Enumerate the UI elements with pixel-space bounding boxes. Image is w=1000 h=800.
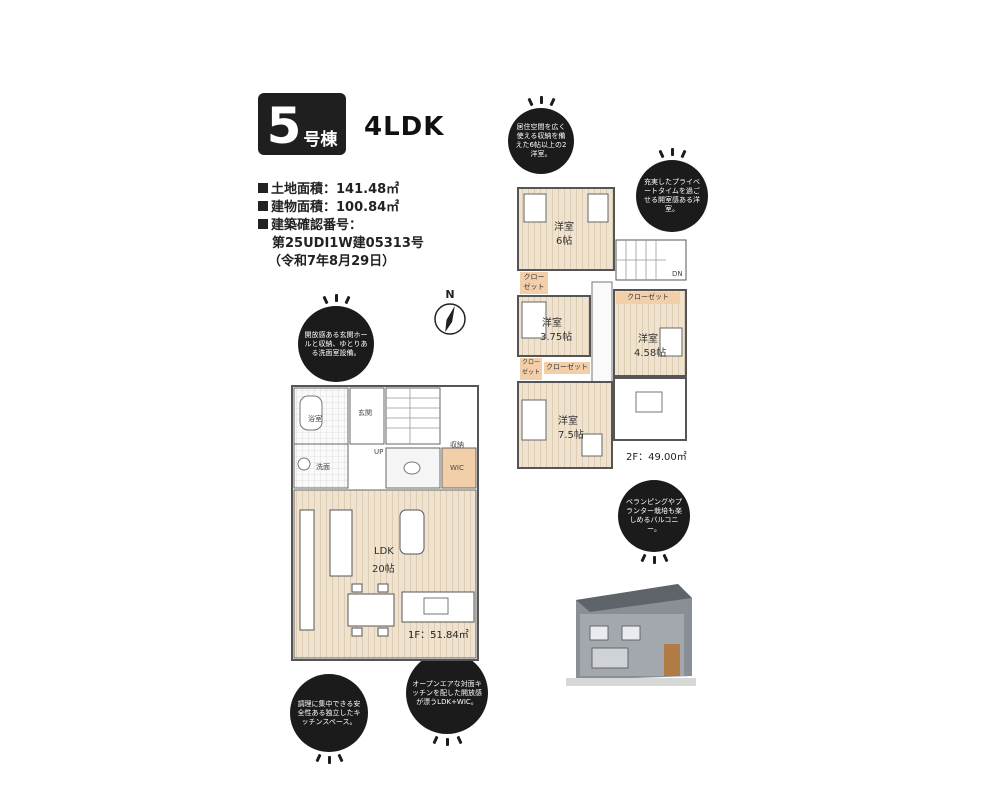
closet-tag-d: クロー ゼット — [520, 358, 542, 380]
spec-permit-number: 第25UDI1W建05313号 — [272, 236, 424, 251]
callout-private-room-text: 充実したプライベートタイムを過ごせる開室感ある洋室。 — [636, 160, 708, 232]
callout-cooking-space: 調理に集中できる安全性ある独立したキッチンスペース。 — [290, 674, 368, 764]
floor-plan-2f: 洋室 6帖 洋室 3.75帖 洋室 4.58帖 洋室 7.5帖 DN クロー ゼ… — [516, 186, 688, 472]
room-entrance: 玄関 — [358, 409, 372, 417]
room-bath: 浴室 — [308, 415, 322, 423]
compass-icon — [434, 303, 466, 335]
callout-storage-text: 居住空間を広く使える収納を備えた6帖以上の2洋室。 — [508, 108, 574, 174]
compass-label: N — [445, 288, 455, 301]
unit-badge: 5 号棟 — [258, 93, 346, 155]
compass: N — [432, 288, 468, 341]
room-western-d: 洋室 — [558, 416, 578, 427]
floor-plan-1f: 浴室 洗面 玄関 UP WIC 収納 LDK 20帖 — [290, 384, 480, 662]
callout-entrance: 開放感ある玄関ホールと収納、ゆとりある洗面室設備。 — [298, 294, 374, 382]
room-western-c: 洋室 — [638, 334, 658, 345]
room-western-a-size: 6帖 — [556, 236, 573, 247]
layout-type: 4LDK — [364, 112, 445, 142]
callout-storage: 居住空間を広く使える収納を備えた6帖以上の2洋室。 — [508, 96, 574, 174]
closet-tag-c: クローゼット — [616, 292, 680, 304]
room-ldk: LDK — [374, 546, 394, 557]
room-storage: 収納 — [450, 441, 464, 449]
room-western-b-size: 3.75帖 — [540, 332, 573, 343]
closet-tag-a: クロー ゼット — [520, 272, 548, 294]
callout-open-kitchen: オープンエアな対面キッチンを配した開放感が漂うLDK+WIC。 — [406, 652, 488, 746]
closet-tag-b: クローゼット — [544, 362, 590, 374]
room-wash: 洗面 — [316, 463, 330, 471]
unit-number: 5 — [266, 97, 302, 155]
callout-balcony-text: ベランピングやプランター栽培も楽しめるバルコニー。 — [618, 480, 690, 552]
room-western-c-size: 4.58帖 — [634, 348, 667, 359]
room-western-a: 洋室 — [554, 222, 574, 233]
floor-plan-2f-drawing — [517, 187, 687, 469]
callout-balcony: ベランピングやプランター栽培も楽しめるバルコニー。 — [618, 480, 690, 564]
floor-2f-area: 2F：49.00㎡ — [626, 452, 687, 463]
callout-open-kitchen-text: オープンエアな対面キッチンを配した開放感が漂うLDK+WIC。 — [406, 652, 488, 734]
spec-permit-date: （令和7年8月29日） — [268, 254, 396, 269]
spec-land-area: 土地面積：141.48㎡ — [258, 178, 399, 197]
house-image — [566, 584, 696, 686]
room-western-d-size: 7.5帖 — [558, 430, 584, 441]
exterior-rendering — [566, 580, 696, 686]
callout-entrance-text: 開放感ある玄関ホールと収納、ゆとりある洗面室設備。 — [298, 306, 374, 382]
callout-private-room: 充実したプライベートタイムを過ごせる開室感ある洋室。 — [636, 148, 708, 232]
stair-down: DN — [672, 270, 683, 278]
room-wic: WIC — [450, 464, 464, 472]
spec-permit-label: 建築確認番号： — [258, 214, 362, 233]
unit-suffix: 号棟 — [303, 130, 338, 150]
stair-up: UP — [374, 448, 384, 456]
floor-plan-1f-drawing — [291, 385, 479, 661]
room-western-b: 洋室 — [542, 318, 562, 329]
spec-building-area: 建物面積：100.84㎡ — [258, 196, 399, 215]
floor-1f-area: 1F：51.84㎡ — [408, 630, 469, 641]
callout-cooking-space-text: 調理に集中できる安全性ある独立したキッチンスペース。 — [290, 674, 368, 752]
room-ldk-size: 20帖 — [372, 564, 395, 575]
